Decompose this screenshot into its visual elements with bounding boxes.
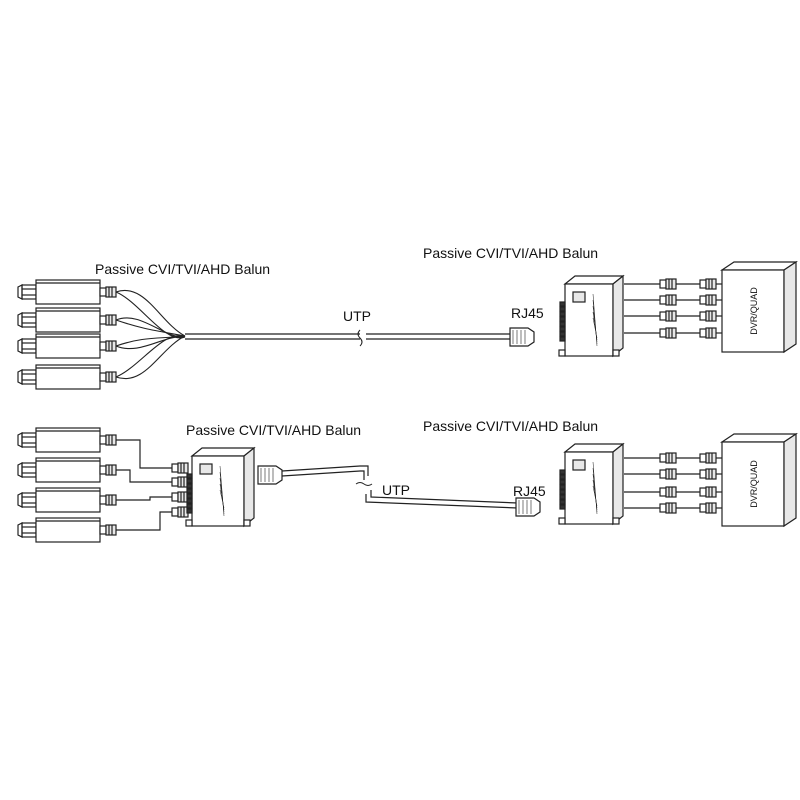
bottom-coax-run-4 <box>116 511 172 531</box>
top-camera-3 <box>17 333 101 359</box>
top-bnc-in-4 <box>659 327 677 339</box>
top-bnc-out-1 <box>699 278 717 290</box>
top-camera-balun-4 <box>99 371 117 383</box>
bottom-left-balun-label: Passive CVI/TVI/AHD Balun <box>186 422 362 438</box>
bottom-left-rj45-plug <box>257 465 283 485</box>
bottom-coax-run-2 <box>116 469 172 483</box>
bottom-camera-4 <box>17 517 101 543</box>
top-diagram: DVR/QUAD <box>17 260 798 390</box>
top-twisted-pair-a-2 <box>115 319 186 337</box>
bottom-hub-bnc-3 <box>171 491 189 503</box>
bottom-utp-cable-lower <box>281 470 365 480</box>
bottom-utp-cable-upper <box>281 465 369 476</box>
top-left-balun-label: Passive CVI/TVI/AHD Balun <box>95 261 271 277</box>
bottom-coax-run-1 <box>116 439 172 469</box>
bottom-right-balun-label: Passive CVI/TVI/AHD Balun <box>423 418 599 434</box>
top-dvr-quad-box: DVR/QUAD <box>720 260 798 354</box>
bottom-camera-3 <box>17 487 101 513</box>
bottom-dvr-quad-box: DVR/QUAD <box>720 432 798 528</box>
top-twisted-pair-b-1 <box>115 291 186 339</box>
top-utp-label: UTP <box>343 308 371 324</box>
top-rj45-plug <box>509 327 535 347</box>
top-bnc-out-2 <box>699 294 717 306</box>
top-camera-balun-3 <box>99 340 117 352</box>
bottom-diagram: DVR/QUAD <box>17 427 798 543</box>
bottom-camera-1 <box>17 427 101 453</box>
bottom-camera-bnc-3 <box>99 494 117 506</box>
top-rj45-label: RJ45 <box>511 305 544 321</box>
top-bnc-in-3 <box>659 310 677 322</box>
bottom-camera-bnc-4 <box>99 524 117 536</box>
top-camera-4 <box>17 364 101 390</box>
bottom-right-balun-hub <box>558 442 625 526</box>
top-camera-balun-2 <box>99 314 117 326</box>
top-twisted-pair-b-3 <box>115 336 186 350</box>
bottom-bnc-out-1 <box>699 452 717 464</box>
top-utp-break-mark <box>357 329 363 347</box>
bottom-utp-break-mark <box>355 482 373 486</box>
bottom-utp-cable-right-lower <box>370 490 519 504</box>
bottom-bnc-in-4 <box>659 502 677 514</box>
bottom-utp-label: UTP <box>382 482 410 498</box>
bottom-hub-bnc-2 <box>171 476 189 488</box>
bottom-bnc-out-3 <box>699 486 717 498</box>
dvr-quad-label: DVR/QUAD <box>749 460 759 508</box>
top-camera-balun-1 <box>99 286 117 298</box>
bottom-rj45-label: RJ45 <box>513 483 546 499</box>
dvr-quad-label: DVR/QUAD <box>749 287 759 335</box>
bottom-bnc-out-2 <box>699 468 717 480</box>
bottom-camera-bnc-1 <box>99 434 117 446</box>
bottom-bnc-in-2 <box>659 468 677 480</box>
bottom-coax-run-3 <box>116 496 172 501</box>
top-bnc-out-4 <box>699 327 717 339</box>
bottom-left-balun-hub <box>185 446 256 528</box>
top-twisted-pair-b-4 <box>115 335 186 378</box>
top-right-balun-hub <box>558 274 625 358</box>
top-twisted-pair-a-4 <box>115 335 186 380</box>
bottom-hub-bnc-1 <box>171 462 189 474</box>
bottom-camera-2 <box>17 457 101 483</box>
top-bnc-in-2 <box>659 294 677 306</box>
bottom-utp-cable-right-upper <box>365 494 519 509</box>
top-twisted-pair-a-1 <box>115 289 186 337</box>
top-bnc-out-3 <box>699 310 717 322</box>
bottom-bnc-out-4 <box>699 502 717 514</box>
bottom-bnc-in-1 <box>659 452 677 464</box>
bottom-hub-bnc-4 <box>171 506 189 518</box>
bottom-camera-bnc-2 <box>99 464 117 476</box>
top-bnc-in-1 <box>659 278 677 290</box>
bottom-right-rj45-plug <box>515 497 541 517</box>
top-camera-2 <box>17 307 101 333</box>
bottom-bnc-in-3 <box>659 486 677 498</box>
top-right-balun-label: Passive CVI/TVI/AHD Balun <box>423 245 599 261</box>
top-camera-1 <box>17 279 101 305</box>
